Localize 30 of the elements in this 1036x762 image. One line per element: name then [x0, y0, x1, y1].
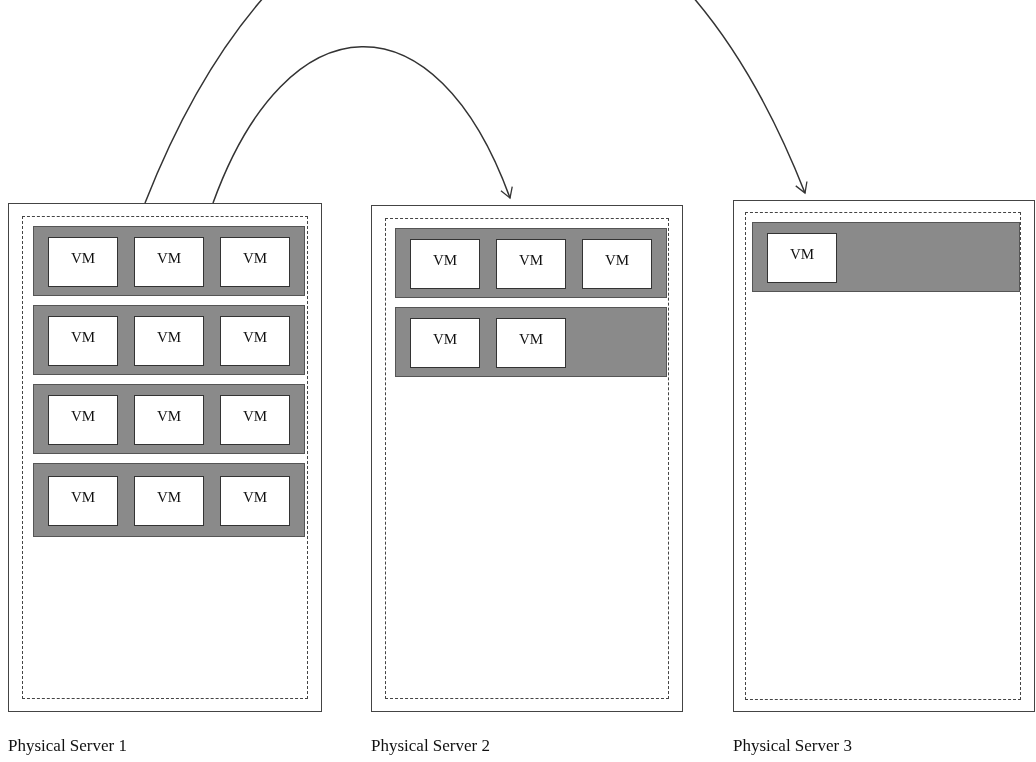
host-bar: [33, 305, 305, 375]
vm-box: VM: [220, 316, 290, 366]
vm-box: VM: [220, 476, 290, 526]
server-label: Physical Server 2: [371, 736, 490, 756]
vm-box: VM: [410, 239, 480, 289]
vm-box: VM: [220, 395, 290, 445]
arrow: [212, 46, 513, 204]
vm-box: VM: [767, 233, 837, 283]
vm-box: VM: [582, 239, 652, 289]
vm-box: VM: [48, 395, 118, 445]
host-bar: [395, 307, 667, 377]
vm-box: VM: [496, 239, 566, 289]
server-label: Physical Server 1: [8, 736, 127, 756]
host-bar: [33, 226, 305, 296]
vm-box: VM: [134, 316, 204, 366]
vm-box: VM: [48, 476, 118, 526]
host-bar: [33, 463, 305, 537]
vm-box: VM: [220, 237, 290, 287]
arrow: [144, 0, 807, 204]
vm-box: VM: [48, 237, 118, 287]
vm-box: VM: [48, 316, 118, 366]
server-label: Physical Server 3: [733, 736, 852, 756]
host-bar: [395, 228, 667, 298]
vm-box: VM: [134, 237, 204, 287]
host-bar: [752, 222, 1020, 292]
host-bar: [33, 384, 305, 454]
vm-box: VM: [134, 476, 204, 526]
vm-box: VM: [134, 395, 204, 445]
vm-box: VM: [410, 318, 480, 368]
vm-box: VM: [496, 318, 566, 368]
